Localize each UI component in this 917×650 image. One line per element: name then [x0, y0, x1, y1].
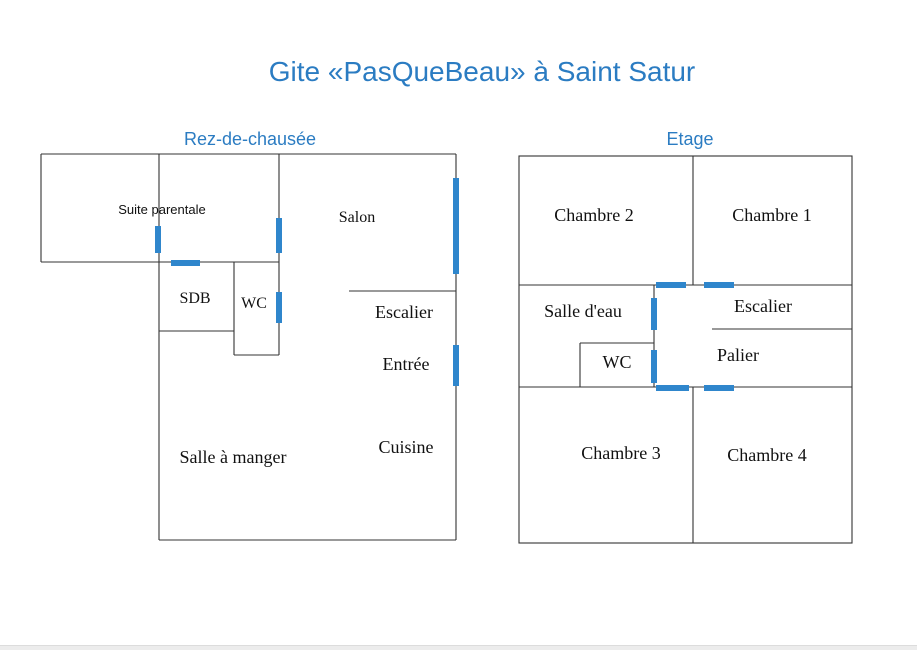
room-wc: WC — [241, 295, 267, 312]
upper-floor-doors — [651, 282, 734, 391]
ground-floor-label: Rez-de-chausée — [184, 129, 316, 149]
room-sdb: SDB — [179, 290, 210, 307]
room-salon: Salon — [339, 209, 375, 226]
room-cuisine: Cuisine — [378, 437, 433, 457]
room-salle-a-manger: Salle à manger — [180, 447, 287, 467]
page-title: Gite «PasQueBeau» à Saint Satur — [269, 56, 696, 87]
room-chambre-4: Chambre 4 — [727, 445, 806, 465]
room-escalier-upper: Escalier — [734, 296, 792, 316]
room-chambre-2: Chambre 2 — [554, 205, 633, 225]
ground-floor-doors — [155, 178, 459, 386]
wall-upper-outline — [518, 155, 853, 544]
room-wc-upper: WC — [603, 352, 632, 372]
room-chambre-1: Chambre 1 — [732, 205, 811, 225]
room-salle-deau: Salle d'eau — [544, 301, 622, 321]
ground-floor-plan — [40, 153, 457, 541]
room-escalier: Escalier — [375, 302, 433, 322]
room-palier: Palier — [717, 345, 759, 365]
bottom-band — [0, 645, 917, 650]
room-entree: Entrée — [383, 354, 430, 374]
room-chambre-3: Chambre 3 — [581, 443, 660, 463]
room-suite-parentale: Suite parentale — [118, 202, 205, 217]
upper-floor-label: Etage — [666, 129, 713, 149]
